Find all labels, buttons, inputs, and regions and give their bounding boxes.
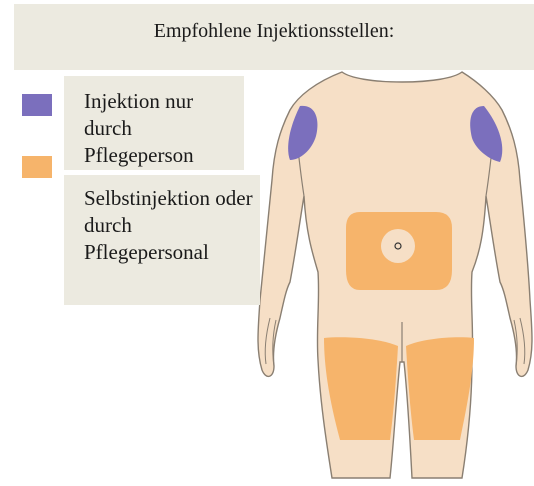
diagram-title: Empfohlene Injektionsstellen: (14, 4, 534, 58)
legend-swatch-purple (22, 94, 52, 116)
legend-label-self-injection: Selbstinjektion oder durch Pflegepersona… (84, 186, 253, 264)
legend-caption-caregiver-only: Injektion nur durch Pflegeperson (64, 76, 244, 170)
navel (395, 243, 401, 249)
legend-caption-self-injection: Selbstinjektion oder durch Pflegepersona… (64, 175, 260, 305)
legend-label-caregiver-only: Injektion nur durch Pflegeperson (84, 89, 194, 167)
legend-swatch-orange (22, 156, 52, 178)
